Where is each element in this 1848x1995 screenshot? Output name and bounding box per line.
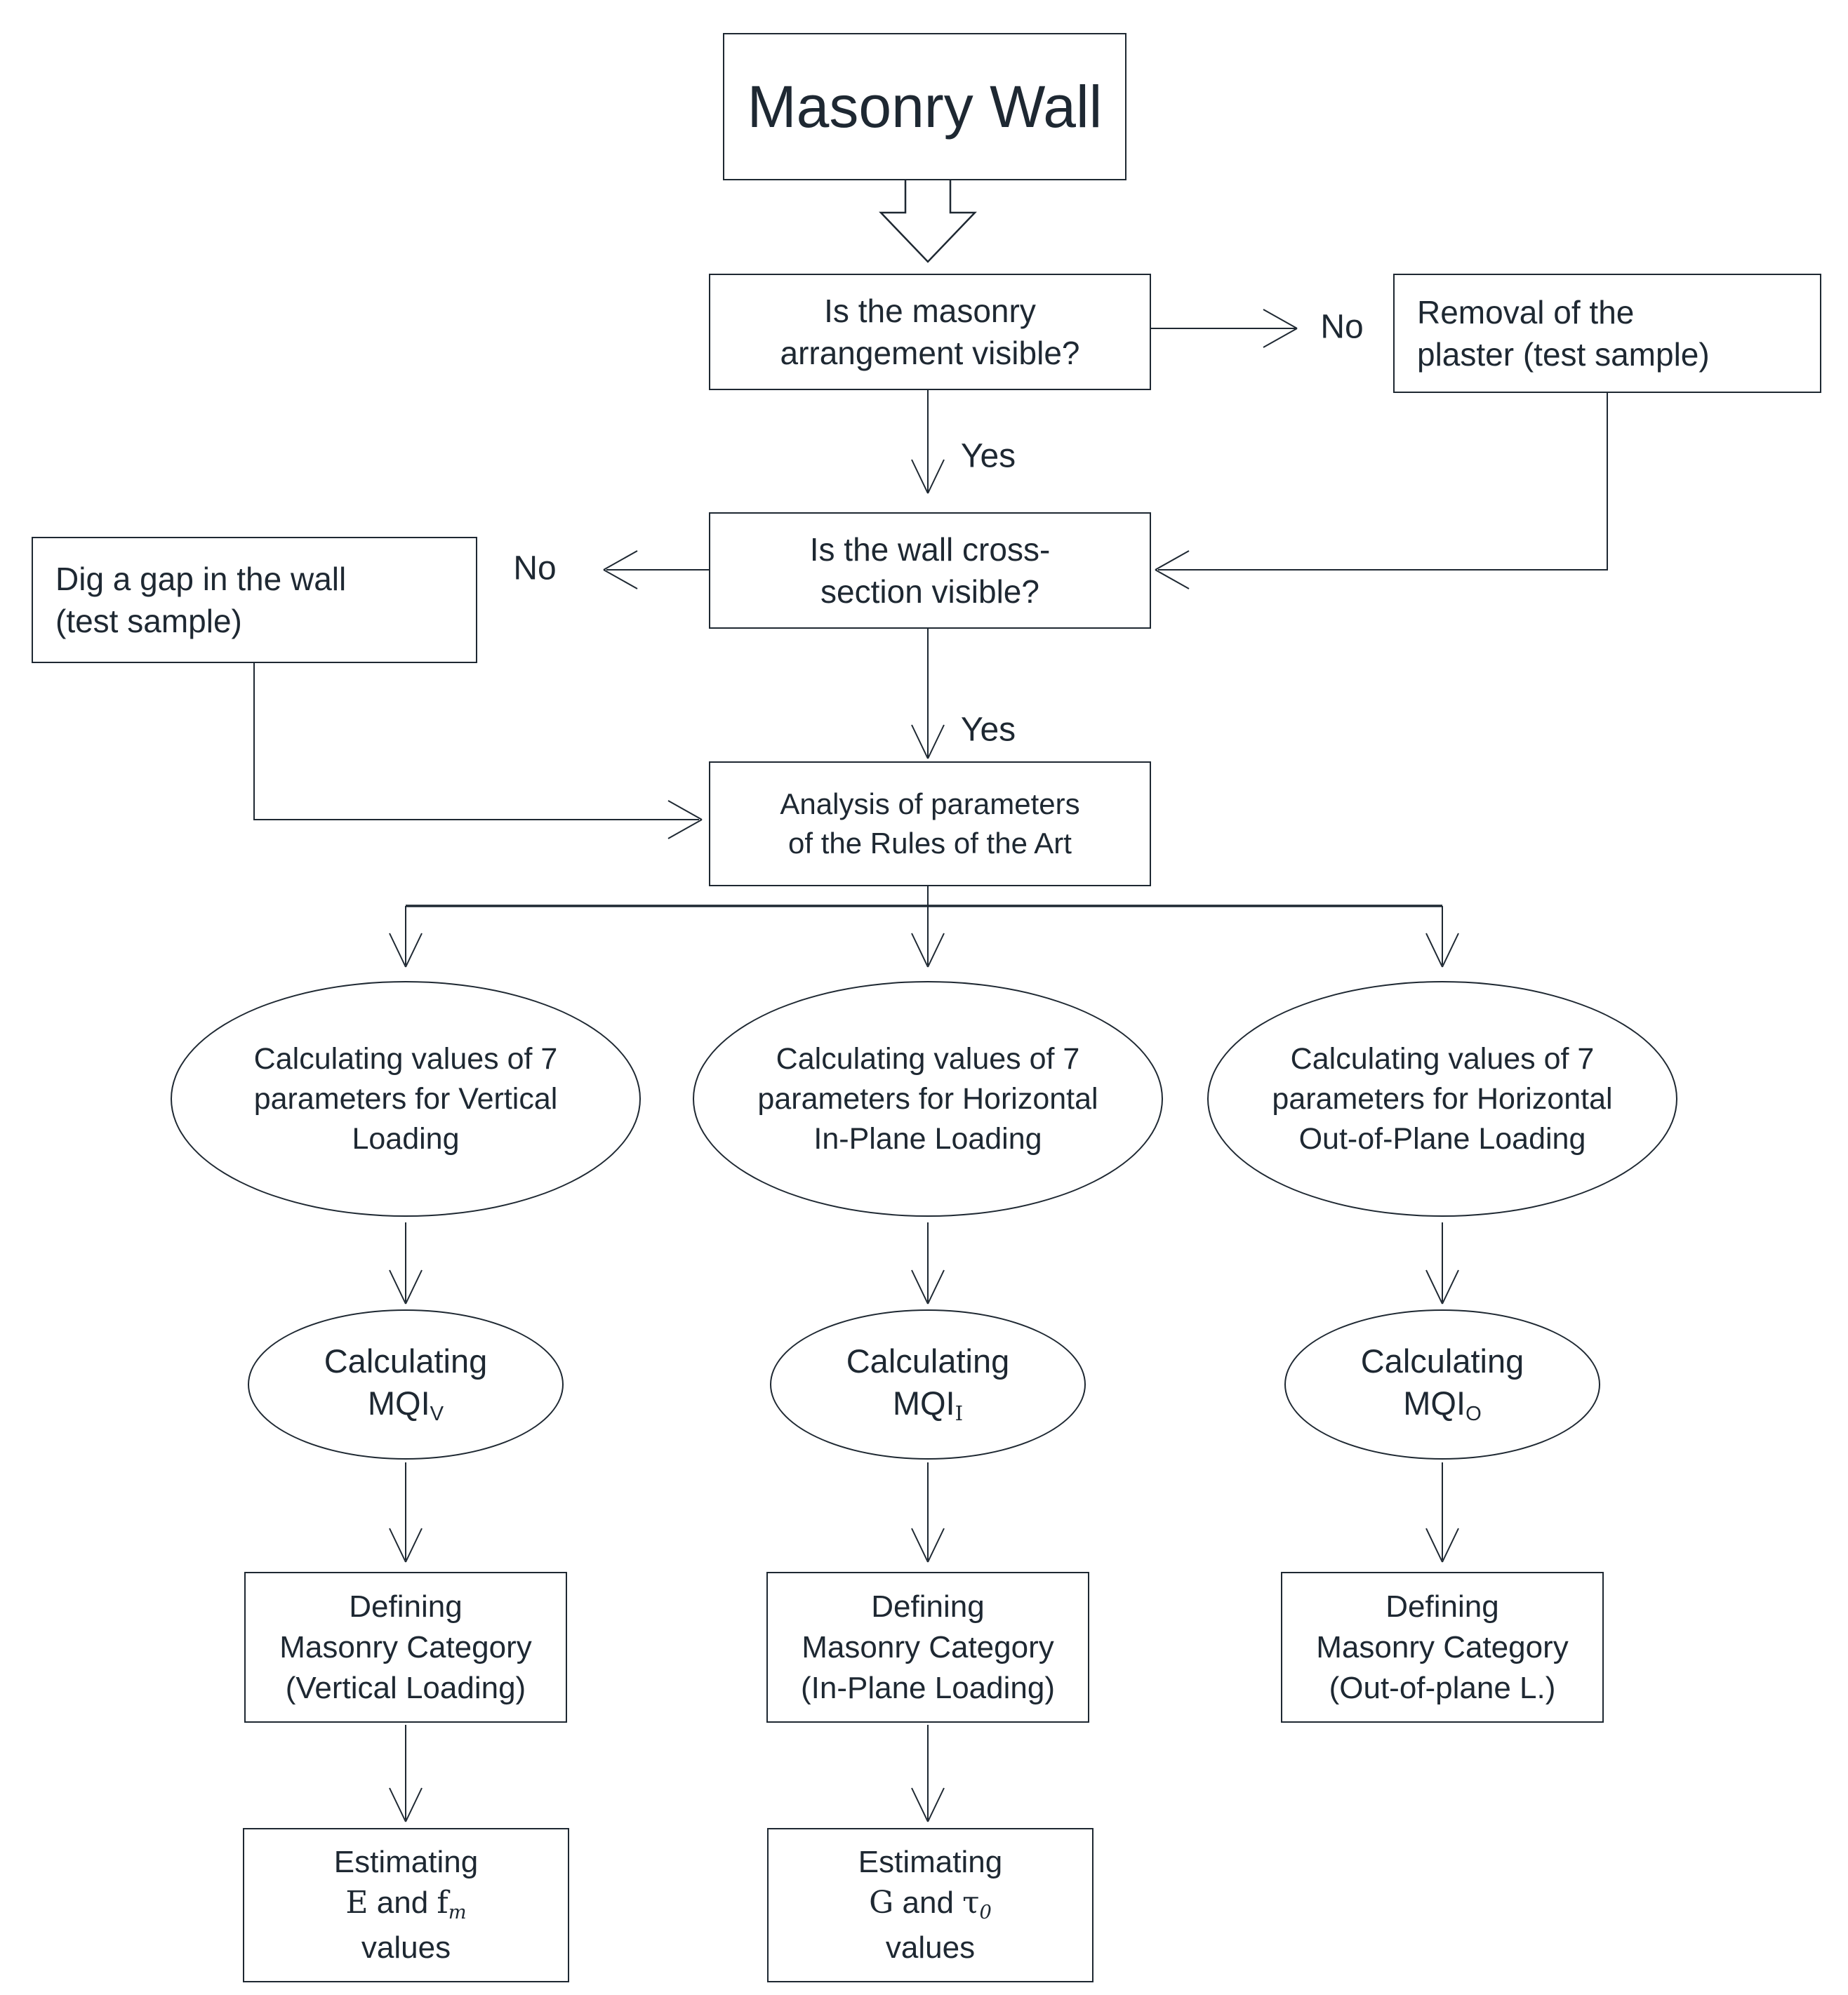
- calc-v-line3: Loading: [352, 1121, 460, 1156]
- edge-calco-to-mqio: [1425, 1222, 1459, 1305]
- node-defining-vertical: Defining Masonry Category (Vertical Load…: [244, 1572, 567, 1723]
- node-question-cross-section-visible: Is the wall cross- section visible?: [709, 512, 1151, 629]
- edge-mqii-to-defi: [911, 1462, 945, 1563]
- def-v-line2: Masonry Category: [279, 1629, 532, 1664]
- node-analysis-rules-of-art: Analysis of parameters of the Rules of t…: [709, 761, 1151, 886]
- est-v-line3: values: [361, 1930, 451, 1965]
- label-yes-cross: Yes: [960, 711, 1016, 749]
- label-no-arrangement: No: [1320, 308, 1364, 346]
- mqi-i-formula: MQII: [893, 1382, 963, 1429]
- node-calc-vertical-loading: Calculating values of 7 parameters for V…: [171, 981, 641, 1217]
- def-i-line1: Defining: [871, 1589, 985, 1624]
- edge-defv-to-estv: [389, 1725, 423, 1822]
- calc-v-line2: parameters for Vertical: [253, 1081, 558, 1116]
- mqi-v-line1: Calculating: [324, 1342, 488, 1380]
- dig-line1: Dig a gap in the wall: [55, 561, 347, 597]
- analysis-line2: of the Rules of the Art: [788, 827, 1072, 860]
- mqi-i-base: MQI: [892, 1385, 955, 1422]
- node-mqi-o: Calculating MQIO: [1284, 1309, 1600, 1460]
- label-no-cross: No: [513, 549, 557, 587]
- def-o-line1: Defining: [1385, 1589, 1499, 1624]
- est-v-line1: Estimating: [333, 1845, 479, 1879]
- mqi-v-sub: V: [430, 1402, 444, 1425]
- def-i-line3: (In-Plane Loading): [800, 1670, 1055, 1705]
- edge-analysis-branch: [389, 886, 1459, 968]
- removal-line2: plaster (test sample): [1417, 336, 1710, 373]
- calc-i-line2: parameters for Horizontal: [757, 1081, 1098, 1116]
- node-estimating-g-tau0: Estimating G and τ0 values: [767, 1828, 1093, 1982]
- mqi-o-base: MQI: [1403, 1384, 1466, 1422]
- dig-line2: (test sample): [55, 603, 242, 639]
- est-v-and: and: [368, 1886, 437, 1920]
- edge-q1-to-removal: [1151, 309, 1298, 348]
- edge-calci-to-mqii: [911, 1222, 945, 1305]
- est-i-formula: G and τ0: [869, 1883, 992, 1928]
- node-estimating-e-fm: Estimating E and fm values: [243, 1828, 569, 1982]
- mqi-o-formula: MQIO: [1403, 1382, 1481, 1429]
- node-mqi-v: Calculating MQIV: [248, 1309, 564, 1460]
- est-v-sym-e: E: [345, 1885, 368, 1921]
- q-cross-line1: Is the wall cross-: [809, 531, 1051, 568]
- calc-i-line3: In-Plane Loading: [813, 1121, 1042, 1156]
- est-v-formula: E and fm: [345, 1883, 466, 1928]
- edge-removal-to-q2: [1155, 393, 1608, 589]
- mqi-i-sub: I: [955, 1401, 964, 1426]
- calc-v-line1: Calculating values of 7: [253, 1041, 558, 1076]
- q-arrangement-line2: arrangement visible?: [780, 335, 1080, 371]
- node-calc-inplane-loading: Calculating values of 7 parameters for H…: [693, 981, 1163, 1217]
- est-i-and: and: [893, 1886, 963, 1920]
- def-i-line2: Masonry Category: [802, 1629, 1054, 1664]
- node-dig-a-gap: Dig a gap in the wall (test sample): [32, 537, 477, 663]
- q-arrangement-line1: Is the masonry: [824, 293, 1036, 329]
- est-i-sub-0: 0: [979, 1901, 992, 1923]
- node-masonry-wall: Masonry Wall: [723, 33, 1126, 180]
- calc-o-line3: Out-of-Plane Loading: [1298, 1121, 1586, 1156]
- edge-dig-to-analysis: [253, 663, 703, 839]
- node-masonry-wall-label: Masonry Wall: [747, 73, 1103, 140]
- edge-q2-to-dig: [603, 550, 709, 589]
- label-yes-arrangement: Yes: [960, 437, 1016, 475]
- calc-o-line1: Calculating values of 7: [1290, 1041, 1595, 1076]
- analysis-line1: Analysis of parameters: [780, 787, 1080, 820]
- edge-calcv-to-mqiv: [389, 1222, 423, 1305]
- node-removal-of-plaster: Removal of the plaster (test sample): [1393, 274, 1821, 393]
- node-question-arrangement-visible: Is the masonry arrangement visible?: [709, 274, 1151, 390]
- mqi-i-line1: Calculating: [846, 1342, 1010, 1380]
- node-defining-outofplane: Defining Masonry Category (Out-of-plane …: [1281, 1572, 1604, 1723]
- est-i-sym-tau: τ: [962, 1885, 980, 1921]
- edge-q1-to-q2: [911, 390, 945, 494]
- def-v-line1: Defining: [349, 1589, 463, 1624]
- node-calc-outofplane-loading: Calculating values of 7 parameters for H…: [1207, 981, 1677, 1217]
- def-o-line3: (Out-of-plane L.): [1329, 1670, 1556, 1705]
- edge-defi-to-esti: [911, 1725, 945, 1822]
- mqi-o-sub: O: [1465, 1402, 1482, 1425]
- mqi-o-line1: Calculating: [1360, 1342, 1524, 1380]
- est-v-sub-m: m: [448, 1901, 467, 1923]
- edge-mqiv-to-defv: [389, 1462, 423, 1563]
- est-i-line3: values: [885, 1930, 976, 1965]
- removal-line1: Removal of the: [1417, 294, 1635, 331]
- est-i-sym-g: G: [869, 1885, 894, 1921]
- mqi-v-formula: MQIV: [368, 1382, 444, 1429]
- calc-o-line2: parameters for Horizontal: [1272, 1081, 1613, 1116]
- node-defining-inplane: Defining Masonry Category (In-Plane Load…: [766, 1572, 1089, 1723]
- def-o-line2: Masonry Category: [1316, 1629, 1569, 1664]
- est-i-line1: Estimating: [858, 1845, 1003, 1879]
- mqi-v-base: MQI: [367, 1384, 430, 1422]
- node-mqi-i: Calculating MQII: [770, 1309, 1086, 1460]
- calc-i-line1: Calculating values of 7: [776, 1041, 1080, 1076]
- q-cross-line2: section visible?: [820, 573, 1039, 610]
- def-v-line3: (Vertical Loading): [285, 1670, 526, 1705]
- est-v-sym-f: f: [437, 1885, 448, 1921]
- edge-q2-to-analysis: [911, 629, 945, 759]
- edge-mqio-to-defo: [1425, 1462, 1459, 1563]
